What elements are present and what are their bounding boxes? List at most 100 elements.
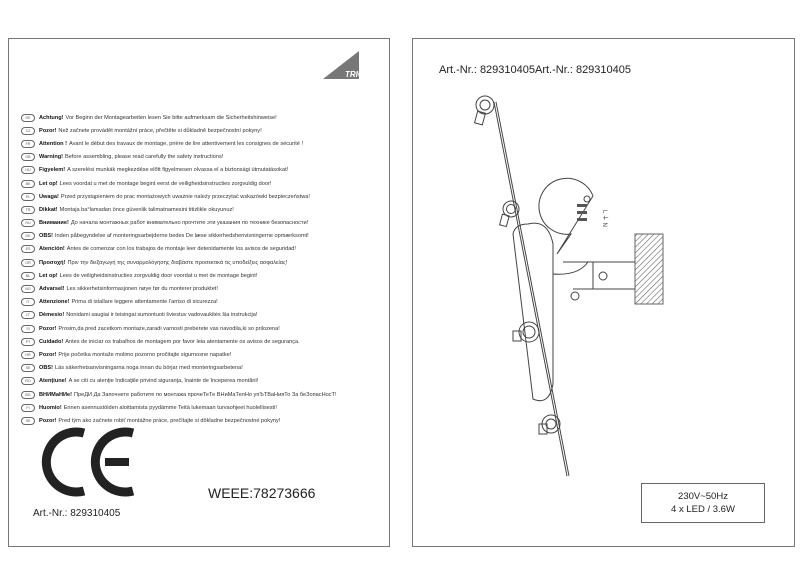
warning-heading: OBS!: [39, 233, 53, 240]
safety-warning-lt: LT Dėmesio!Nonidami saugiai ir teisingai …: [21, 309, 387, 322]
article-number-header: Art.-Nr.: 829310405Art.-Nr.: 829310405: [439, 64, 632, 76]
warning-heading: Uwaga!: [39, 193, 59, 200]
safety-warning-pt: PT Cuidado!Antes de iniciar os trabalhos …: [21, 335, 387, 348]
warning-heading: Dikkat!: [39, 206, 58, 213]
country-code-badge: FI: [21, 403, 35, 412]
assembly-diagram: L ⏚ N: [473, 95, 664, 477]
svg-text:TRIO: TRIO: [345, 70, 365, 79]
warning-text: ПреДИ Да Започнете работите по монтажа п…: [73, 391, 337, 398]
warning-heading: Cuidado!: [39, 338, 64, 345]
warning-heading: Figyelem!: [39, 167, 66, 174]
spec-voltage: 230V~50Hz: [678, 491, 728, 502]
warning-heading: Προσοχή!: [39, 259, 66, 266]
warning-heading: Pozor!: [39, 351, 57, 358]
warning-text: Les sikkerhetsinformasjonen nøye før du …: [66, 286, 218, 293]
warning-text: Prosim,da pred zacetkom montaze,zaradi v…: [58, 325, 280, 332]
warning-text: Przed przystąpieniem do prac montażowych…: [60, 193, 310, 200]
warning-text: Prima di istallare leggere attentamente …: [71, 299, 218, 306]
warning-text: Before assembling, please read carefully…: [65, 154, 224, 161]
safety-warning-hr: HR Pozor!Prije početka montaže molimo poz…: [21, 348, 387, 361]
country-code-badge: NO: [21, 285, 35, 294]
country-code-badge: PL: [21, 192, 35, 201]
warning-heading: ВНИМаНИе!: [39, 391, 72, 398]
country-code-badge: HR: [21, 350, 35, 359]
country-code-badge: FR: [21, 139, 35, 148]
safety-warning-cz: CZ Pozor!Než začnete provádět montážní pr…: [21, 124, 387, 137]
country-code-badge: DE: [21, 113, 35, 122]
warning-heading: Atenţiune!: [39, 378, 67, 385]
safety-warning-es: ES Atención!Antes de comenzar con los tra…: [21, 243, 387, 256]
warning-text: A szerelési munkák megkezdése előtt figy…: [67, 167, 289, 174]
ce-mark: [41, 427, 135, 497]
warning-text: Antes de iniciar os trabalhos de montage…: [65, 338, 300, 345]
warning-heading: Atención!: [39, 246, 65, 253]
warning-heading: Pozor!: [39, 417, 57, 424]
country-code-badge: LT: [21, 311, 35, 320]
warning-text: Pred tým ako začnete robiť montážne prác…: [58, 417, 281, 424]
warning-text: Nonidami saugiai ir teisingai sumontuoti…: [66, 312, 258, 319]
assembly-page: Art.-Nr.: 829310405Art.-Nr.: 829310405 L…: [412, 38, 795, 547]
article-number: Art.-Nr.: 829310405: [33, 508, 121, 519]
warning-text: Lees voordat u met de montage begint eer…: [59, 180, 272, 187]
country-code-badge: RU: [21, 219, 35, 228]
warning-heading: Let op!: [39, 272, 58, 279]
warning-heading: OBS!: [39, 365, 53, 372]
warning-text: Než začnete provádět montážní práce, pře…: [58, 127, 262, 134]
safety-warning-sk: SK Pozor!Pred tým ako začnete robiť montá…: [21, 414, 387, 427]
safety-warning-fr: FR Attention !Avant le début des travaux …: [21, 137, 387, 150]
trio-logo: TRIO: [323, 51, 365, 79]
warning-text: Πριν την διεξαγωγή της συναρμολόγησης δι…: [67, 259, 288, 266]
safety-warning-nl: NL Let op!Lees de veiligheidsinstructies …: [21, 269, 387, 282]
warning-heading: Attenzione!: [39, 299, 70, 306]
country-code-badge: SK: [21, 416, 35, 425]
country-code-badge: CZ: [21, 126, 35, 135]
safety-warning-ru: RU Внимание!До начала монтажных работ вни…: [21, 217, 387, 230]
warning-text: Prije početka montaže molimo pozorno pro…: [58, 351, 232, 358]
spotlight-3: [512, 321, 540, 343]
safety-warning-fi: FI Huomio!Ennen asennustöiden aloittamist…: [21, 401, 387, 414]
warning-heading: Attention !: [39, 140, 67, 147]
country-code-badge: BG: [21, 390, 35, 399]
warning-text: Avant le début des travaux de montage, p…: [68, 140, 304, 147]
warning-heading: Dėmesio!: [39, 312, 65, 319]
safety-warning-pl: PL Uwaga!Przed przystąpieniem do prac mon…: [21, 190, 387, 203]
country-code-badge: BE: [21, 179, 35, 188]
country-code-badge: RO: [21, 377, 35, 386]
spec-power: 4 x LED / 3.6W: [671, 504, 735, 515]
country-code-badge: TR: [21, 205, 35, 214]
safety-warning-gr: GR Προσοχή!Πριν την διεξαγωγή της συναρμο…: [21, 256, 387, 269]
country-code-badge: GR: [21, 258, 35, 267]
country-code-badge: SE: [21, 364, 35, 373]
safety-warning-si: SI Pozor!Prosim,da pred zacetkom montaze,…: [21, 322, 387, 335]
warning-text: Ennen asennustöiden aloittamista pyydämm…: [63, 404, 277, 411]
country-code-badge: SI: [21, 324, 35, 333]
warning-heading: Pozor!: [39, 325, 57, 332]
warning-heading: Внимание!: [39, 220, 69, 227]
spotlight-4: [538, 414, 561, 435]
country-code-badge: ES: [21, 245, 35, 254]
warning-heading: Huomio!: [39, 404, 62, 411]
warning-text: До начала монтажных работ внимательно пр…: [70, 220, 309, 227]
country-code-badge: NL: [21, 271, 35, 280]
warning-heading: Pozor!: [39, 127, 57, 134]
warning-text: Läs säkerhetsanvisningarna noga innan du…: [54, 365, 243, 372]
warning-text: Antes de comenzar con los trabajos de mo…: [66, 246, 296, 253]
wire-labels: L ⏚ N: [601, 210, 608, 227]
safety-warning-bg: BG ВНИМаНИе!ПреДИ Да Започнете работите п…: [21, 388, 387, 401]
warning-heading: Achtung!: [39, 114, 64, 121]
spotlight-1: [473, 95, 495, 126]
warning-text: Lees de veiligheidsinstructies zorgvuldi…: [59, 272, 258, 279]
country-code-badge: GB: [21, 153, 35, 162]
country-code-badge: PT: [21, 337, 35, 346]
